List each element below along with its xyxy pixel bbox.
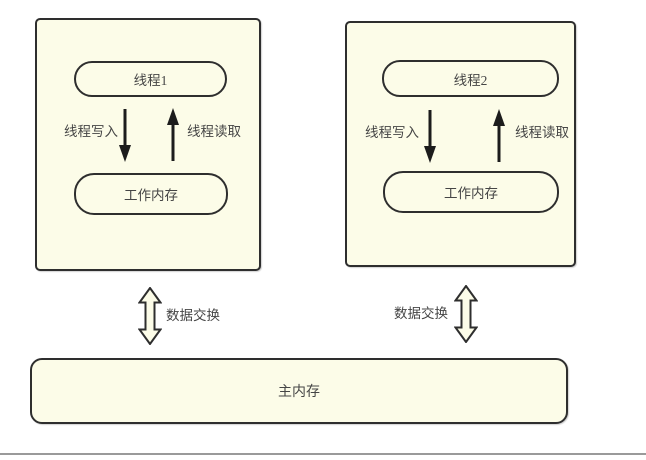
thread2-label: 线程2 <box>453 72 488 88</box>
thread2-node: 线程2 <box>382 60 559 97</box>
thread1-panel: 线程1 线程写入 线程读取 工作内存 <box>35 18 261 271</box>
main-memory-node: 主内存 <box>30 358 568 424</box>
thread1-read-arrow-icon <box>165 108 181 162</box>
thread1-working-memory-label: 工作内存 <box>124 188 178 203</box>
thread1-working-memory-node: 工作内存 <box>74 173 228 215</box>
thread1-write-arrow-icon <box>117 108 133 162</box>
thread2-read-arrow-icon <box>491 109 507 163</box>
thread1-read-label: 线程读取 <box>187 124 241 139</box>
thread1-label: 线程1 <box>133 73 168 88</box>
thread1-write-label: 线程写入 <box>64 124 118 139</box>
exchange-arrow-right-icon <box>454 285 478 343</box>
thread2-write-arrow-icon <box>422 109 438 163</box>
thread2-panel: 线程2 线程写入 线程读取 工作内存 <box>345 21 576 267</box>
thread2-working-memory-node: 工作内存 <box>383 171 559 213</box>
thread2-read-label: 线程读取 <box>515 125 569 140</box>
thread2-write-label: 线程写入 <box>365 125 419 140</box>
main-memory-label: 主内存 <box>278 385 320 400</box>
exchange-arrow-left-icon <box>138 287 162 345</box>
exchange-label-left: 数据交换 <box>166 308 220 323</box>
exchange-label-right: 数据交换 <box>394 306 448 321</box>
thread1-node: 线程1 <box>74 61 227 97</box>
bottom-divider <box>0 453 646 455</box>
thread2-working-memory-label: 工作内存 <box>444 186 498 201</box>
